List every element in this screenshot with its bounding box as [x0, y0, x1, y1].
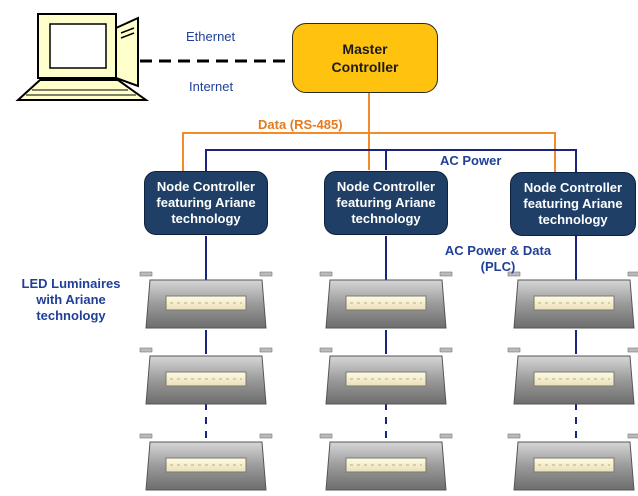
ac-power-label: AC Power: [440, 153, 502, 168]
node-controller-label: Node Controller featuring Ariane technol…: [156, 179, 256, 226]
node-controller: Node Controller featuring Ariane technol…: [510, 172, 636, 236]
ethernet-label: Ethernet: [186, 29, 236, 44]
master-controller-label: Master Controller: [331, 41, 399, 75]
led-luminaire-icon: [507, 433, 638, 491]
internet-label: Internet: [189, 79, 234, 94]
led-luminaire-icon: [507, 347, 638, 405]
data-bus: [182, 93, 556, 172]
led-luminaire-icon: [139, 271, 273, 329]
led-luminaire-icon: [319, 271, 453, 329]
master-controller: Master Controller: [292, 23, 438, 93]
computer-icon: [15, 13, 150, 101]
led-luminaire-icon: [139, 433, 273, 491]
node-controller: Node Controller featuring Ariane technol…: [324, 171, 448, 235]
led-luminaire-icon: [319, 433, 453, 491]
power-bus: [205, 149, 577, 172]
luminaires-label: LED Luminaires with Ariane technology: [21, 276, 121, 323]
led-luminaire-icon: [139, 347, 273, 405]
data-bus-label: Data (RS-485): [258, 117, 343, 132]
led-luminaire-icon: [319, 347, 453, 405]
led-luminaire-icon: [507, 271, 638, 329]
plc-label: AC Power & Data (PLC): [444, 243, 552, 274]
node-controller-label: Node Controller featuring Ariane technol…: [336, 179, 436, 226]
node-controller-label: Node Controller featuring Ariane technol…: [523, 180, 623, 227]
node-controller: Node Controller featuring Ariane technol…: [144, 171, 268, 235]
